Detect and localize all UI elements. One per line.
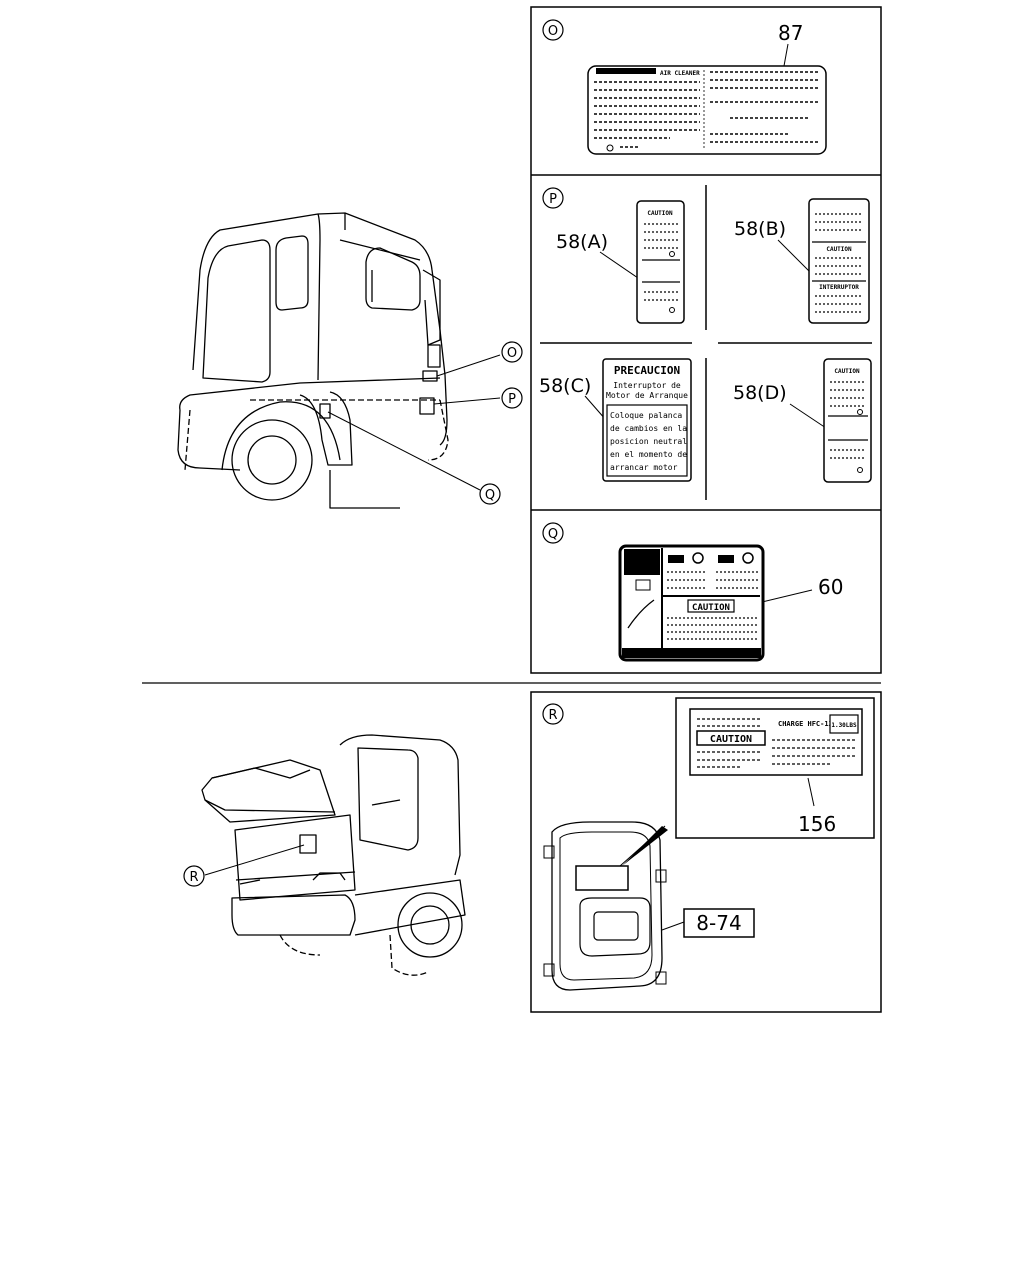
label-58c [602, 358, 692, 482]
panel-o-callout-letter: O [548, 24, 558, 39]
label-156-location [575, 865, 629, 891]
callout-r: R [183, 865, 205, 887]
label-58c-inner-box [606, 404, 688, 477]
label-58d-heading: CAUTION [834, 368, 860, 375]
part-number-58d: 58(D) [733, 382, 787, 404]
label-60-black-block [624, 549, 660, 575]
label-58c-line-1: Interruptor de [613, 381, 681, 390]
label-87-logo-bar [596, 68, 656, 74]
callout-r-letter: R [189, 870, 198, 885]
label-58b-heading: CAUTION [826, 246, 852, 253]
panel-q-callout-circle [542, 522, 564, 544]
truck-cab-side-illustration [177, 212, 449, 509]
label-58a-heading: CAUTION [647, 210, 673, 217]
callout-o: O [501, 341, 523, 363]
callout-o-circle [501, 341, 523, 363]
panel-p-callout-circle [542, 187, 564, 209]
label-60-heading: CAUTION [692, 603, 730, 613]
label-87-symbol [606, 144, 614, 152]
part-number-58a: 58(A) [556, 231, 608, 253]
panel-r-callout-letter: R [548, 708, 557, 723]
part-number-87: 87 [778, 21, 803, 45]
panel-o: O 87 AIR CLEANER [542, 19, 827, 155]
panel-p: P 58(A) CAUTION 58(B) CAUTION INTERRUPTO… [539, 185, 872, 500]
label-58d [823, 358, 872, 483]
callout-p-letter: P [508, 392, 516, 407]
part-number-60: 60 [818, 575, 843, 599]
label-58c-heading: PRECAUCION [614, 364, 680, 377]
part-number-156: 156 [798, 812, 836, 836]
callout-q-circle [479, 483, 501, 505]
label-156-qty-box [829, 714, 859, 734]
top-truck-leader-lines [327, 354, 501, 491]
label-156-caution: CAUTION [710, 734, 752, 745]
callout-r-circle [183, 865, 205, 887]
air-cleaner-label-87 [587, 65, 827, 155]
panel-q-callout-letter: Q [548, 527, 558, 542]
label-58c-line-2: Motor de Arranque [606, 391, 688, 400]
callout-r-leader [204, 844, 305, 876]
label-58c-box-line-1: Coloque palanca [610, 411, 682, 420]
label-58a [636, 200, 685, 324]
callout-p-circle [501, 387, 523, 409]
panel-q: Q 60 CAUTION [542, 522, 843, 662]
label-58c-box-line-4: en el momento de [610, 450, 687, 459]
panel-r-frame [530, 691, 882, 1013]
panel-o-callout-circle [542, 19, 564, 41]
label-156-caution-box [696, 730, 766, 746]
part-number-58c: 58(C) [539, 375, 591, 397]
label-87-heading: AIR CLEANER [660, 70, 700, 77]
label-156-charge: CHARGE HFC-134a [778, 720, 841, 728]
cab-panel-piece [551, 821, 663, 991]
label-58c-box-line-3: posicion neutral [610, 437, 687, 446]
label-156-qty: 1.30LBS [831, 722, 857, 729]
panel-r: R CAUTION CHARGE HFC-134a 1.30LBS 156 [530, 691, 882, 1013]
callout-o-letter: O [507, 346, 517, 361]
label-location-r-rect [299, 834, 317, 854]
callout-p: P [501, 387, 523, 409]
detail-panels-frame [530, 6, 882, 674]
label-58c-box-line-2: de cambios en la [610, 424, 687, 433]
ref-box-8-74 [683, 908, 755, 938]
part-number-58b: 58(B) [734, 218, 786, 240]
label-58b-subheading: INTERRUPTOR [819, 284, 859, 291]
label-58c-box-line-5: arrancar motor [610, 463, 678, 472]
callout-q-letter: Q [485, 488, 495, 503]
panel-p-callout-letter: P [549, 192, 557, 207]
callout-q: Q [479, 483, 501, 505]
ref-box-8-74-text: 8-74 [696, 911, 741, 935]
label-87-text-lines [594, 71, 818, 148]
panel-r-callout-circle [542, 703, 564, 725]
truck-rear-tilted-cab-illustration [201, 734, 466, 976]
